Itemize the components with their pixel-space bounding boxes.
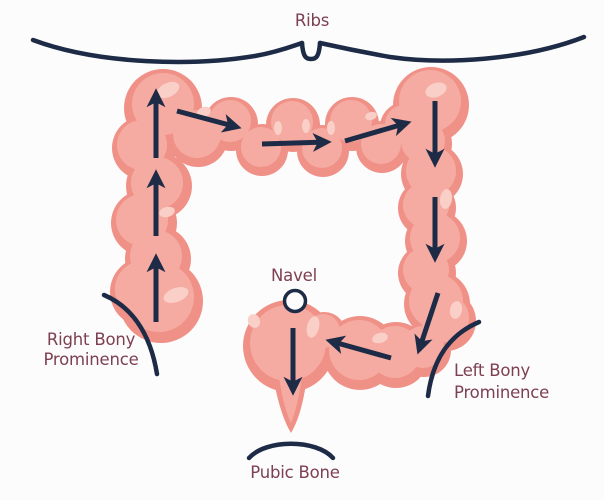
label-line: Right Bony [46,330,136,349]
ribs-line-right [317,34,587,63]
pubic-bone-line [246,441,336,461]
xiphoid-notch-line [299,40,323,62]
navel-label: Navel [271,266,317,285]
flow-arrow-transverse-colon-right-3 [344,117,412,144]
flow-arrow-sigmoid-colon-left [325,335,392,361]
label-line: Prominence [454,383,550,402]
label-line: Prominence [43,350,139,369]
colon-highlights [156,81,463,344]
ribs-line-left [30,37,305,65]
bone-landmark-lines [30,34,587,461]
flow-arrow-descending-colon-down-3 [414,292,441,355]
ribs-label: Ribs [294,11,330,30]
label-line: Left Bony [454,361,531,380]
left-bony-prominence-line [425,319,482,399]
right-bony-prominence-line [101,292,160,377]
navel-ring-icon [282,288,308,314]
left-bony-prominence-label: Left Bony Prominence [454,360,549,404]
massage-direction-arrows [146,88,445,396]
flow-arrow-transverse-colon-right-1 [176,108,242,133]
pubic-bone-label: Pubic Bone [250,463,340,482]
right-bony-prominence-label: Right Bony Prominence [43,330,138,370]
flow-arrow-transverse-colon-right-2 [261,132,332,152]
